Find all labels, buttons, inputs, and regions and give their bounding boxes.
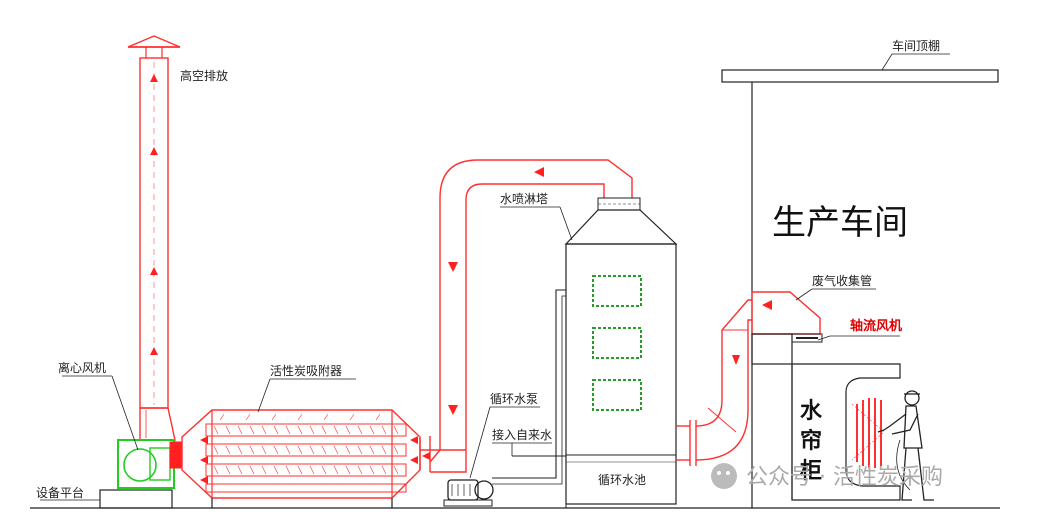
stack-arrow-4: [150, 347, 158, 355]
lower-duct: [676, 299, 772, 466]
water-curtain-char-1: 水: [800, 399, 823, 424]
axial-fan-leader-2: [817, 335, 831, 341]
spray-tower-leader-2: [559, 206, 573, 241]
carbon-adsorber-label: 活性炭吸附器: [270, 364, 342, 378]
tower-window-2: [592, 327, 642, 359]
centrifugal-fan-leader-2: [111, 375, 139, 451]
tap-water-label: 接入自来水: [492, 427, 552, 442]
water-curtain-char-2: 帘: [800, 428, 822, 454]
carbon-adsorber-leader-2: [257, 378, 271, 413]
tower-window-1: [592, 275, 642, 307]
roof-leader-2: [881, 53, 893, 71]
centrifugal-fan: [117, 439, 183, 489]
circulation-pump: [443, 479, 494, 507]
equipment-platform: [40, 489, 173, 509]
carbon-adsorber: [181, 409, 421, 508]
roof-label: 车间顶棚: [892, 38, 940, 53]
spray-tower: [564, 209, 678, 508]
tower-window-3: [592, 379, 642, 411]
stack-arrow-1: [150, 74, 158, 82]
water-piping: [492, 289, 566, 485]
water-curtain-char-3: 柜: [800, 458, 822, 484]
watermark-text: 公众号 · 活性炭采购: [746, 465, 943, 490]
collection-pipe-label: 废气收集管: [812, 273, 872, 288]
centrifugal-fan-label: 离心风机: [58, 360, 106, 375]
water-curtain-cabinet: [791, 363, 901, 501]
worker-figure: [877, 390, 934, 501]
axial-fan-label: 轴流风机: [850, 318, 902, 334]
stack-arrow-2: [150, 147, 158, 155]
stack-arrow-3: [150, 267, 158, 275]
circulation-pump-leader-2: [469, 406, 491, 479]
stack-transition: [139, 407, 176, 441]
spray-tower-label: 水喷淋塔: [500, 192, 548, 206]
exhaust-stack: [127, 35, 181, 409]
watermark: 公众号 · 活性炭采购: [711, 463, 943, 490]
circulation-pump-label: 循环水泵: [490, 392, 538, 406]
workshop-label: 生产车间: [772, 203, 908, 243]
collection-pipe: [751, 291, 823, 365]
circulation-pool-label: 循环水池: [598, 473, 646, 487]
collection-pipe-leader-2: [795, 288, 813, 301]
stack-exhaust-label: 高空排放: [180, 68, 228, 83]
platform-label: 设备平台: [36, 485, 84, 500]
